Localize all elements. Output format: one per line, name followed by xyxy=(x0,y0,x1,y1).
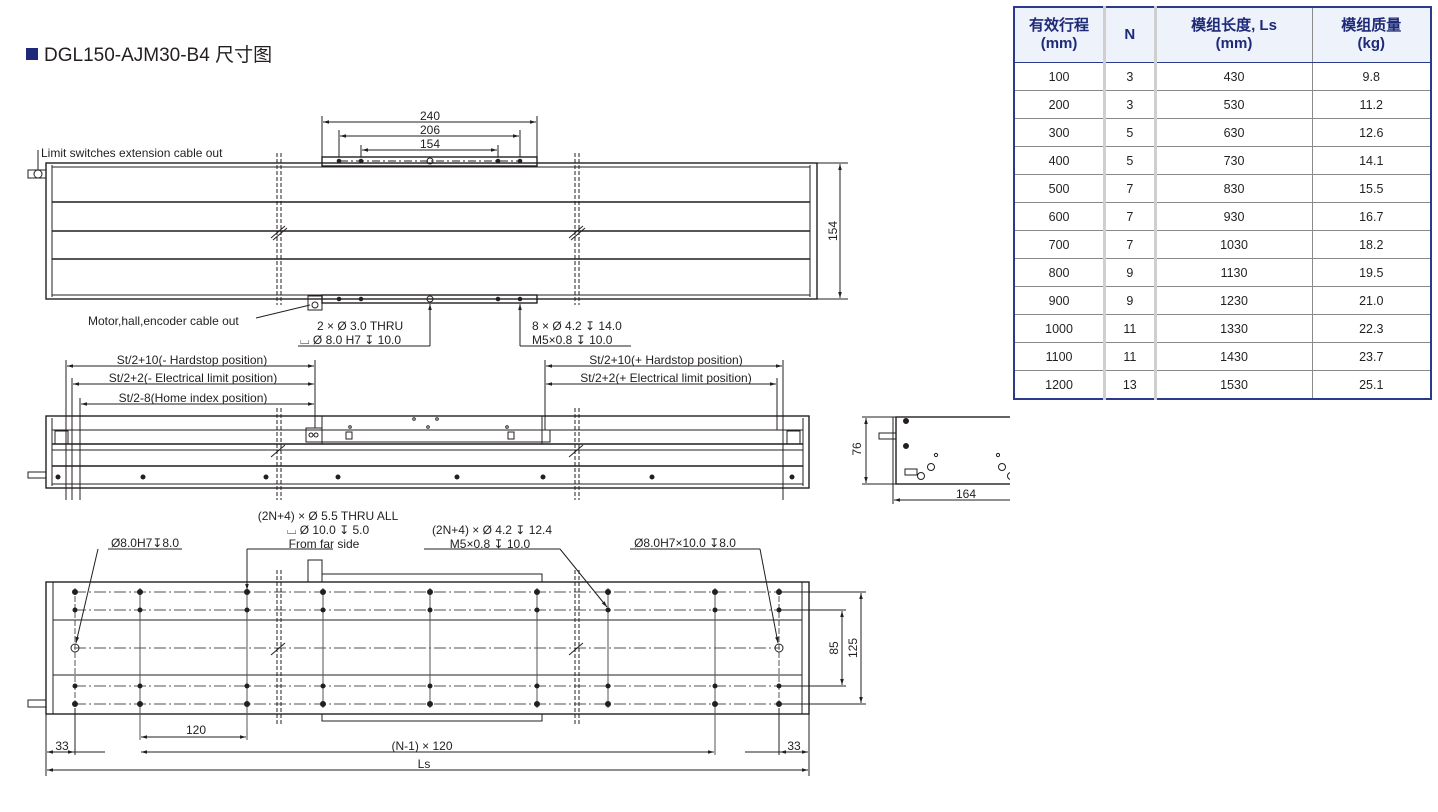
note-tap-line2: M5×0.8 ↧ 10.0 xyxy=(450,537,531,551)
table-header-row: 有效行程(mm) N 模组长度, Ls(mm) 模组质量(kg) xyxy=(1013,6,1432,63)
dim-85: 85 xyxy=(827,641,841,655)
label-limit-cable: Limit switches extension cable out xyxy=(41,146,223,160)
dim-120: 120 xyxy=(186,723,206,737)
note-right-line2: M5×0.8 ↧ 10.0 xyxy=(532,333,613,347)
note-right-line1: 8 × Ø 4.2 ↧ 14.0 xyxy=(532,319,622,333)
dim-125: 125 xyxy=(846,638,860,658)
header-mass: 模组质量(kg) xyxy=(1311,6,1432,63)
label-minus-electrical: St/2+2(- Electrical limit position) xyxy=(109,371,277,385)
label-plus-hardstop: St/2+10(+ Hardstop position) xyxy=(589,353,742,367)
page-title: DGL150-AJM30-B4 尺寸图 xyxy=(26,40,272,67)
dim-ls: Ls xyxy=(418,757,431,771)
dim-pitch: (N-1) × 120 xyxy=(391,739,452,753)
header-stroke: 有效行程(mm) xyxy=(1013,6,1106,63)
label-plus-electrical: St/2+2(+ Electrical limit position) xyxy=(580,371,751,385)
note-thru-line2: ⌴ Ø 10.0 ↧ 5.0 xyxy=(287,523,370,537)
dim-end-height: 76 xyxy=(850,442,864,456)
dim-154-carriage: 154 xyxy=(420,137,440,151)
dim-206: 206 xyxy=(420,123,440,137)
side-view xyxy=(27,360,810,500)
end-view xyxy=(862,416,1010,504)
dim-end-width: 164 xyxy=(956,487,976,501)
dim-240: 240 xyxy=(420,109,440,123)
title-text: DGL150-AJM30-B4 尺寸图 xyxy=(44,45,273,66)
bottom-view xyxy=(27,548,866,776)
header-n: N xyxy=(1103,6,1157,63)
note-left-line2: ⌴ Ø 8.0 H7 ↧ 10.0 xyxy=(300,333,401,347)
title-marker-icon xyxy=(26,47,38,60)
note-left-line1: 2 × Ø 3.0 THRU xyxy=(317,319,403,333)
top-view xyxy=(27,116,848,347)
note-tap-line1: (2N+4) × Ø 4.2 ↧ 12.4 xyxy=(432,523,552,537)
note-thru-line3: From far side xyxy=(289,537,360,551)
label-motor-cable: Motor,hall,encoder cable out xyxy=(88,314,239,328)
dimension-drawing: Limit switches extension cable out Motor… xyxy=(27,109,1010,776)
note-pin-right: Ø8.0H7×10.0 ↧8.0 xyxy=(634,536,736,550)
note-thru-line1: (2N+4) × Ø 5.5 THRU ALL xyxy=(258,509,399,523)
label-home-index: St/2-8(Home index position) xyxy=(119,391,268,405)
note-pin-left: Ø8.0H7↧8.0 xyxy=(111,536,179,550)
dim-right-33: 33 xyxy=(787,739,801,753)
dim-left-33: 33 xyxy=(55,739,69,753)
dim-154-height: 154 xyxy=(826,221,840,241)
header-length: 模组长度, Ls(mm) xyxy=(1154,6,1313,63)
label-minus-hardstop: St/2+10(- Hardstop position) xyxy=(117,353,267,367)
